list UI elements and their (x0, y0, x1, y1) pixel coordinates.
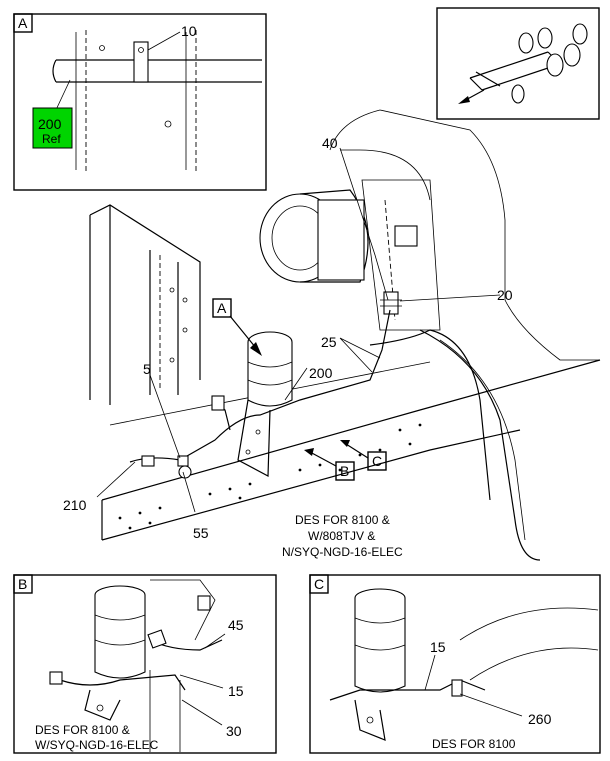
callout-260: 260 (528, 711, 552, 727)
detail-a-letter: A (18, 15, 28, 31)
callout-30: 30 (226, 723, 242, 739)
detail-c-letter: C (314, 576, 324, 592)
view-marker-c: C (372, 453, 382, 469)
callout-15-c: 15 (430, 639, 446, 655)
view-marker-a: A (217, 300, 227, 316)
callout-45: 45 (228, 617, 244, 633)
detail-b-panel: B 45 15 30 DES FOR 8100 & W/SYQ-NGD-16-E… (13, 574, 277, 754)
panel-b-note-line-2: W/SYQ-NGD-16-ELEC (35, 738, 159, 752)
ref-badge-suffix: Ref (42, 132, 61, 146)
callout-55: 55 (193, 525, 209, 541)
locator-panel (436, 7, 600, 120)
callout-200: 200 (309, 365, 333, 381)
detail-c-panel: C 15 260 DES FOR 8100 (309, 574, 601, 754)
ref-badge (32, 107, 73, 149)
callout-20: 20 (497, 287, 513, 303)
ref-badge-number: 200 (38, 116, 62, 132)
detail-a-panel: A 10 200 Ref (13, 13, 267, 191)
panel-b-note-line-1: DES FOR 8100 & (35, 723, 130, 737)
callout-40: 40 (322, 135, 338, 151)
panel-c-note: DES FOR 8100 (432, 737, 516, 751)
main-note-line-2: W/808TJV & (308, 529, 375, 543)
callout-15-b: 15 (228, 683, 244, 699)
frame-rivets (118, 423, 422, 530)
detail-b-letter: B (18, 576, 27, 592)
callout-5: 5 (143, 361, 151, 377)
view-marker-b: B (340, 463, 349, 479)
callout-210: 210 (63, 497, 87, 513)
main-note-line-3: N/SYQ-NGD-16-ELEC (282, 545, 403, 559)
callout-10: 10 (181, 23, 197, 39)
callout-25: 25 (321, 334, 337, 350)
main-assembly: A B C 40 20 25 200 5 210 55 DES FOR 8100… (63, 109, 601, 561)
main-note-line-1: DES FOR 8100 & (295, 513, 390, 527)
